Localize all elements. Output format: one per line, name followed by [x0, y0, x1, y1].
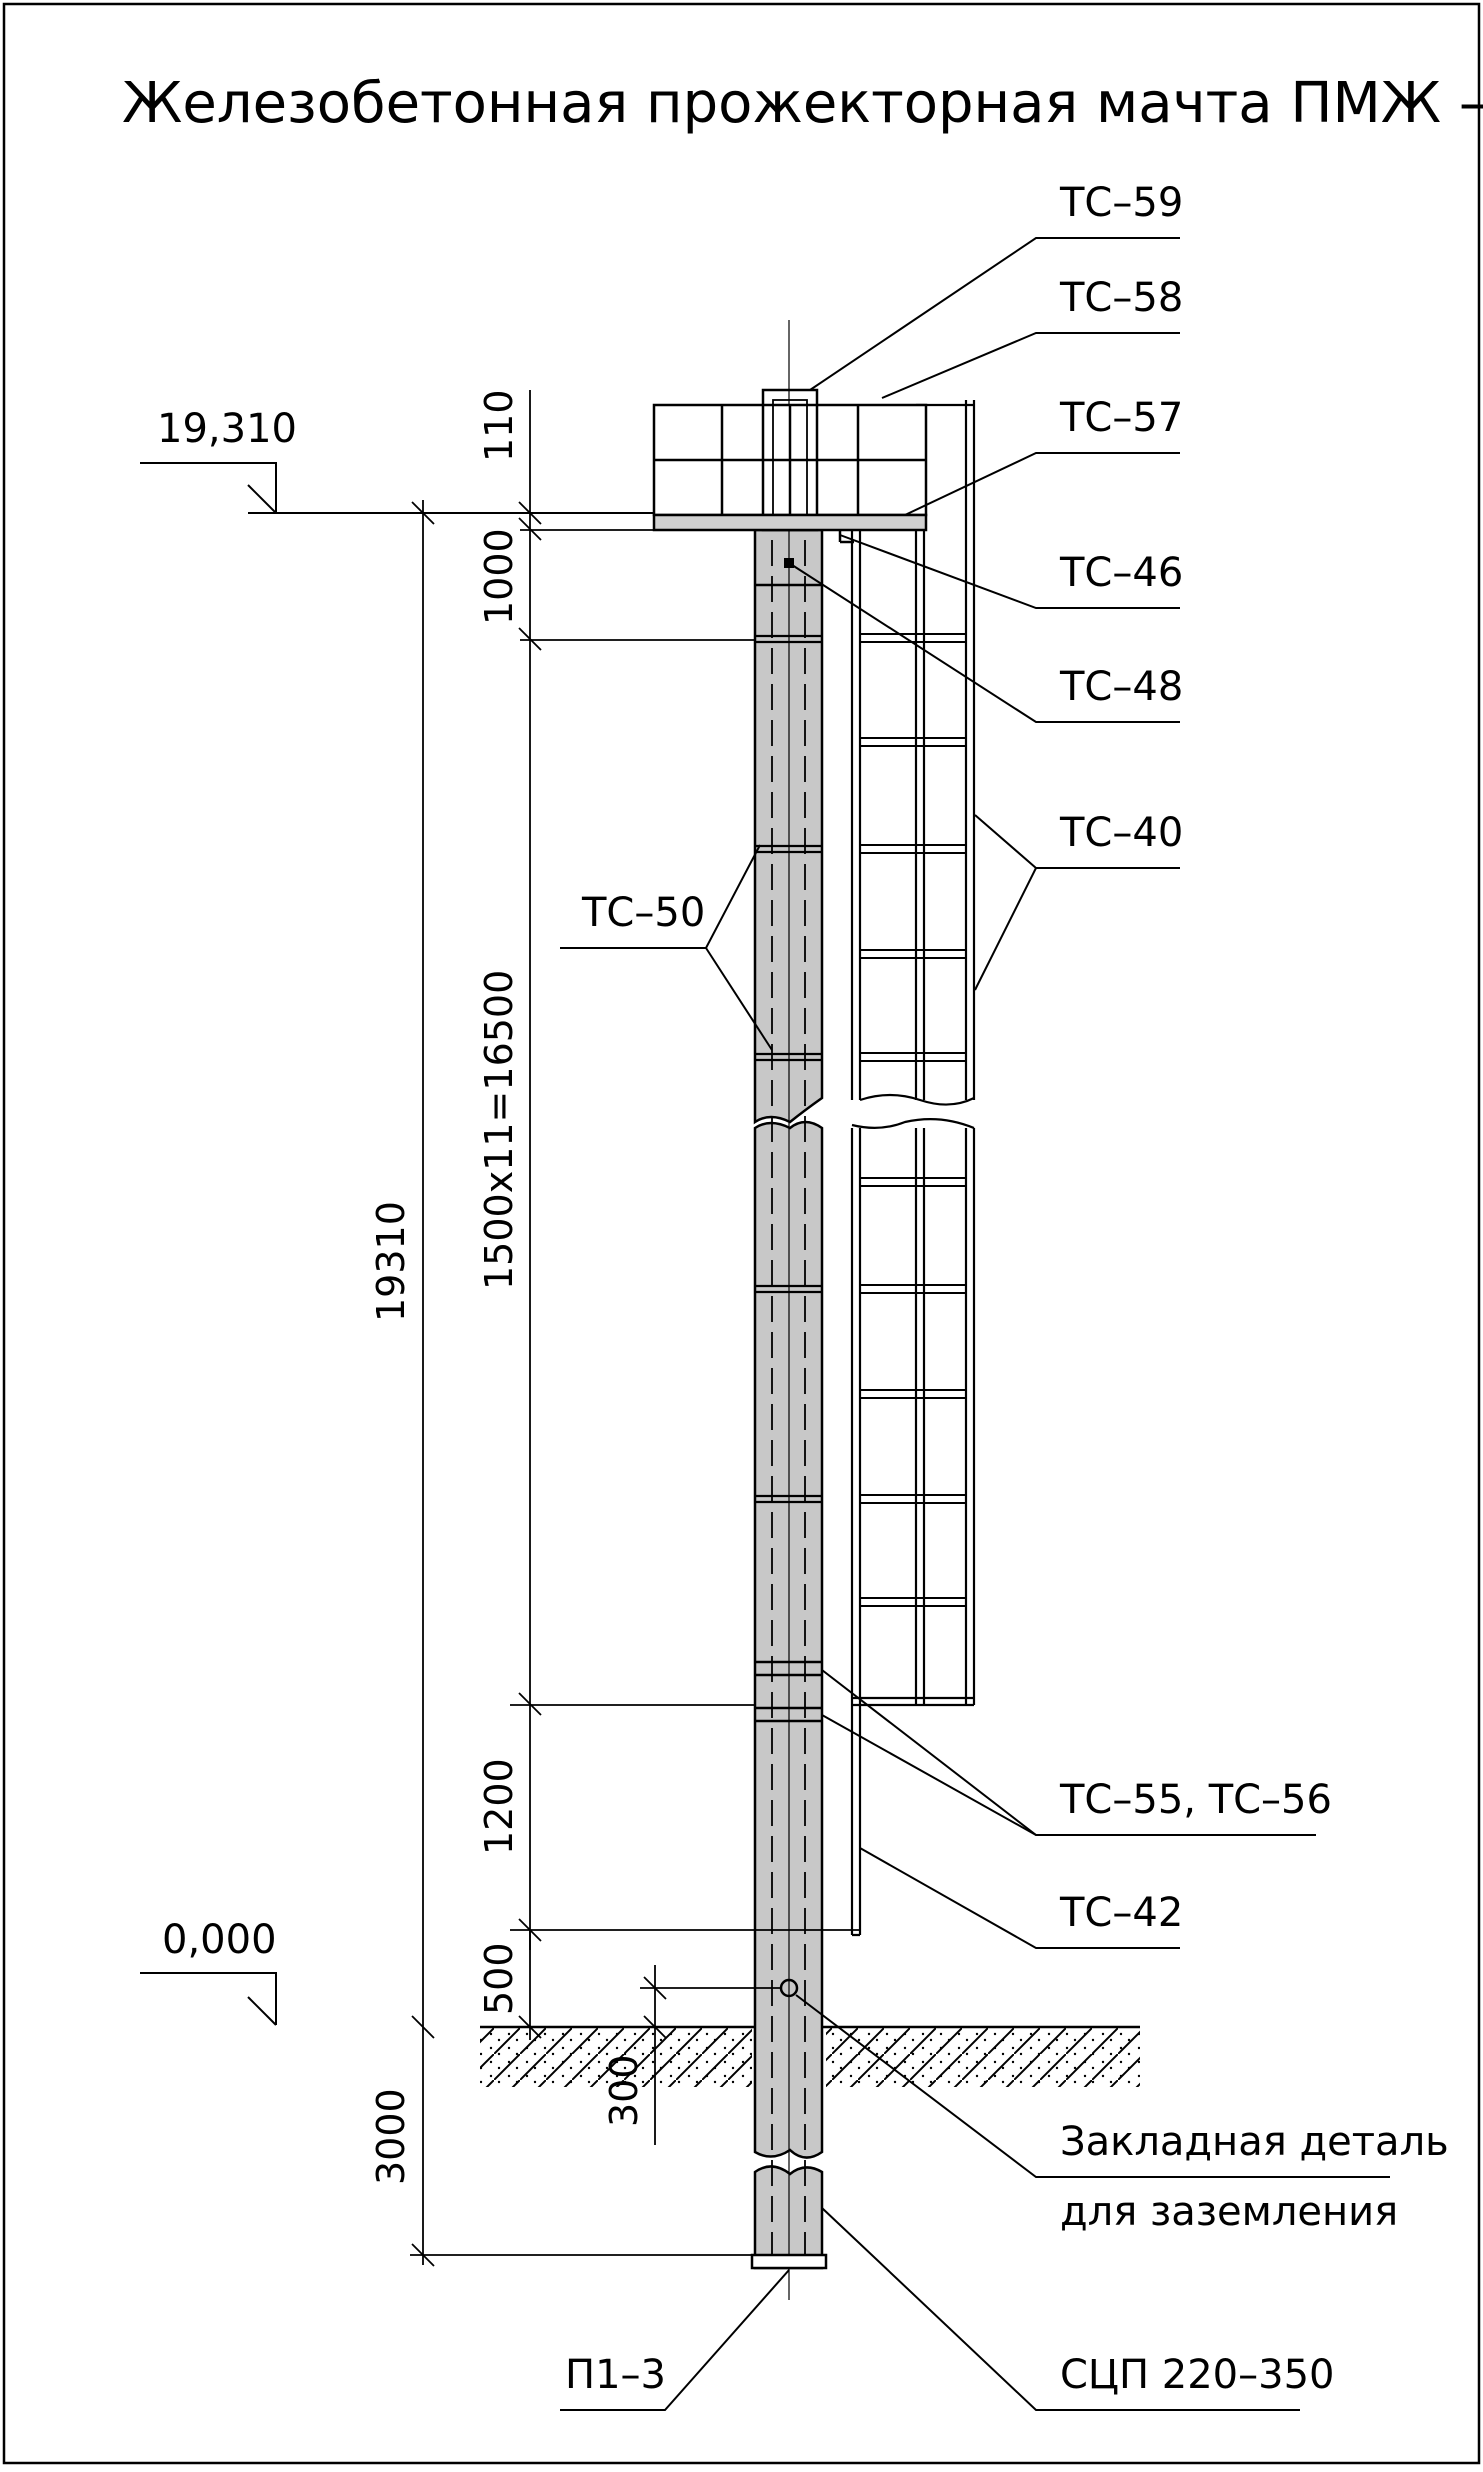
label-grounding-2: для заземления	[1060, 2189, 1398, 2235]
ladder	[850, 400, 976, 1937]
pole-rungs	[755, 634, 822, 1504]
leader-lines	[560, 237, 1390, 2411]
dim-1000: 1000	[477, 528, 521, 625]
dim-16500: 1500х11=16500	[477, 970, 521, 1290]
drawing-title: Железобетонная прожекторная мачта ПМЖ – …	[122, 71, 1483, 136]
dimension-lines	[410, 390, 860, 2267]
elevation-ground	[140, 1972, 277, 2026]
label-scp: СЦП 220–350	[1060, 2352, 1334, 2398]
label-grounding-1: Закладная деталь	[1060, 2119, 1449, 2165]
label-tc50: ТС–50	[581, 890, 705, 936]
elevation-ground-label: 0,000	[162, 1917, 277, 1963]
dim-1200: 1200	[477, 1758, 521, 1855]
dim-3000: 3000	[369, 2088, 413, 2185]
elevation-top-label: 19,310	[157, 406, 297, 452]
label-tc58: ТС–58	[1059, 275, 1183, 321]
dim-500: 500	[477, 1942, 521, 2015]
label-tc42: ТС–42	[1059, 1890, 1183, 1936]
grounding-marker	[779, 1978, 799, 1998]
dim-300: 300	[602, 2054, 646, 2127]
base-plate	[750, 2253, 828, 2270]
label-tc57: ТС–57	[1059, 395, 1183, 441]
label-p13: П1–3	[565, 2352, 666, 2398]
pole-bands	[755, 583, 822, 1723]
label-tc40: ТС–40	[1059, 810, 1183, 856]
label-tc48: ТС–48	[1059, 664, 1183, 710]
label-tc55-56: ТС–55, ТС–56	[1059, 1777, 1332, 1823]
label-tc59: ТС–59	[1059, 180, 1183, 226]
elevation-top	[140, 462, 655, 514]
floodlight-platform	[652, 388, 928, 544]
label-tc46: ТС–46	[1059, 550, 1183, 596]
dim-110: 110	[477, 389, 521, 462]
dim-19310: 19310	[369, 1201, 413, 1322]
pole-shaft	[753, 320, 824, 2300]
